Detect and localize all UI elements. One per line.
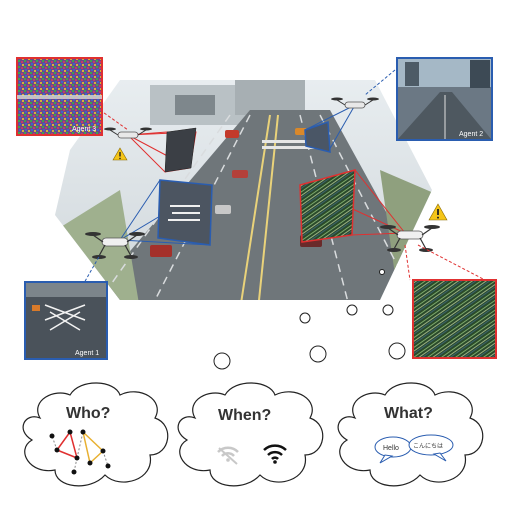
agent3-label: Agent 3 [72, 126, 96, 133]
what-label: What? [384, 405, 433, 422]
when-label: When? [218, 407, 271, 424]
who-label: Who? [66, 405, 110, 422]
graph-icon [49, 429, 111, 475]
konnichiwa-text: こんにちは [413, 443, 443, 450]
agent1-view-frustum [119, 179, 213, 246]
wifi-weak-icon [217, 446, 239, 465]
agent4-connector-b [417, 244, 486, 281]
warning-icon [112, 147, 128, 161]
agent2-view-frustum [304, 104, 356, 153]
agent4-camera-view [412, 279, 497, 359]
thought-trail [213, 269, 406, 370]
agent1-camera-view: Agent 1 [24, 281, 108, 360]
what-cloud: What? Hello こんにちは [337, 382, 484, 487]
agent3-view-frustum [126, 127, 197, 173]
speech-bubble-right: こんにちは [408, 434, 454, 462]
hello-text: Hello [383, 445, 399, 452]
agent2-connector [364, 69, 396, 96]
drone-agent1 [85, 232, 145, 259]
agent4-connector-a [404, 244, 411, 281]
who-cloud: Who? [22, 382, 169, 487]
agent2-camera-view: Agent 2 [396, 57, 493, 141]
drone-agent2 [331, 97, 379, 109]
agent3-camera-view: Agent 3 [16, 57, 103, 136]
agent4-view-frustum [299, 169, 406, 243]
warning-icon [428, 203, 448, 221]
wifi-strong-icon [263, 444, 287, 464]
agent2-label: Agent 2 [459, 131, 483, 138]
agent3-connector [99, 109, 129, 131]
drone-agent4 [380, 225, 440, 252]
agent1-label: Agent 1 [75, 350, 99, 357]
drone-agent3 [104, 127, 152, 139]
when-cloud: When? [177, 382, 324, 487]
